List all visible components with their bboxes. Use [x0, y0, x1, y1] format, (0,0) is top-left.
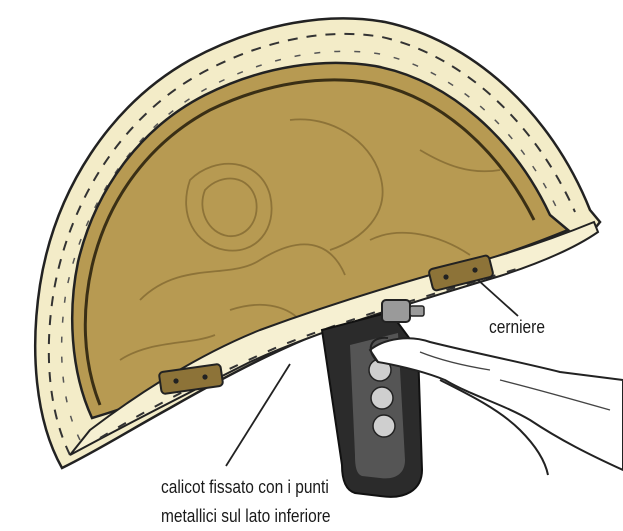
calico-label-line2: metallici sul lato inferiore [161, 505, 330, 527]
hinges-label: cerniere [489, 316, 545, 338]
hinges-leader-line [478, 280, 518, 316]
calico-leader-line [226, 364, 290, 466]
calico-label-line1: calicot fissato con i punti [161, 476, 329, 498]
staple-gun-icon [322, 300, 424, 497]
